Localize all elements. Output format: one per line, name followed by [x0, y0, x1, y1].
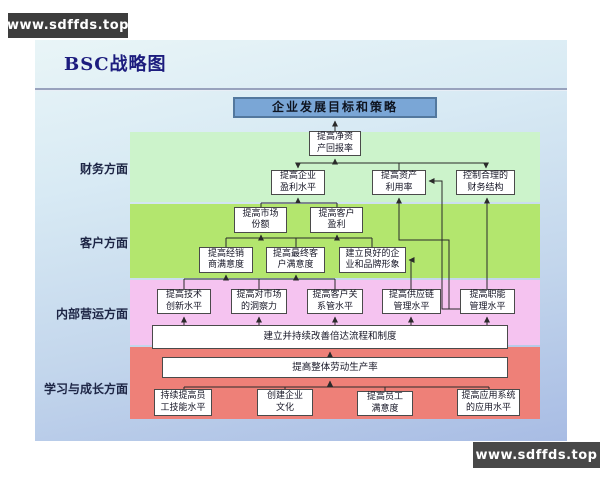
page-title: BSC战略图 — [64, 54, 167, 75]
node-market-insight: 提高对市场 的洞察力 — [231, 289, 287, 314]
node-labor-productivity: 提高整体劳动生产率 — [162, 357, 508, 378]
node-profit: 提高企业 盈利水平 — [271, 170, 325, 195]
node-process-system: 建立并持续改善倍达流程和制度 — [152, 325, 508, 349]
node-roi: 提高净资 产回报率 — [309, 131, 361, 156]
node-crm-level: 提高客户关 系管水平 — [307, 289, 363, 314]
perspective-label-internal: 内部营运方面 — [55, 307, 128, 321]
node-brand-image: 建立良好的企 业和品牌形象 — [339, 247, 406, 273]
node-asset: 提高资产 利用率 — [372, 170, 426, 195]
node-supply-chain: 提高供应链 管理水平 — [382, 289, 441, 314]
watermark-top-left: www.sdffds.top — [7, 13, 128, 38]
node-end-customer-satisfaction: 提高最终客 户满意度 — [266, 247, 325, 273]
node-goal: 企业发展目标和策略 — [233, 97, 437, 118]
node-market-share: 提高市场 份额 — [234, 207, 287, 233]
node-structure: 控制合理的 财务结构 — [456, 170, 515, 195]
title-divider — [35, 88, 567, 91]
node-employee-satisfaction: 提高员工 满意度 — [357, 391, 413, 416]
node-customer-profit: 提高客户 盈利 — [310, 207, 363, 233]
node-tech-innovation: 提高技术 创新水平 — [157, 289, 211, 314]
perspective-label-learning: 学习与成长方面 — [43, 382, 128, 396]
node-application-system: 提高应用系统 的应用水平 — [457, 389, 520, 416]
perspective-label-customer: 客户方面 — [79, 236, 128, 250]
node-corporate-culture: 创建企业 文化 — [257, 389, 313, 416]
node-employee-skill: 持续提高员 工技能水平 — [154, 389, 212, 416]
node-function-management: 提高职能 管理水平 — [460, 289, 515, 314]
watermark-bottom-right: www.sdffds.top — [473, 442, 600, 468]
node-dealer-satisfaction: 提高经销 商满意度 — [199, 247, 253, 273]
perspective-label-finance: 财务方面 — [79, 162, 128, 176]
